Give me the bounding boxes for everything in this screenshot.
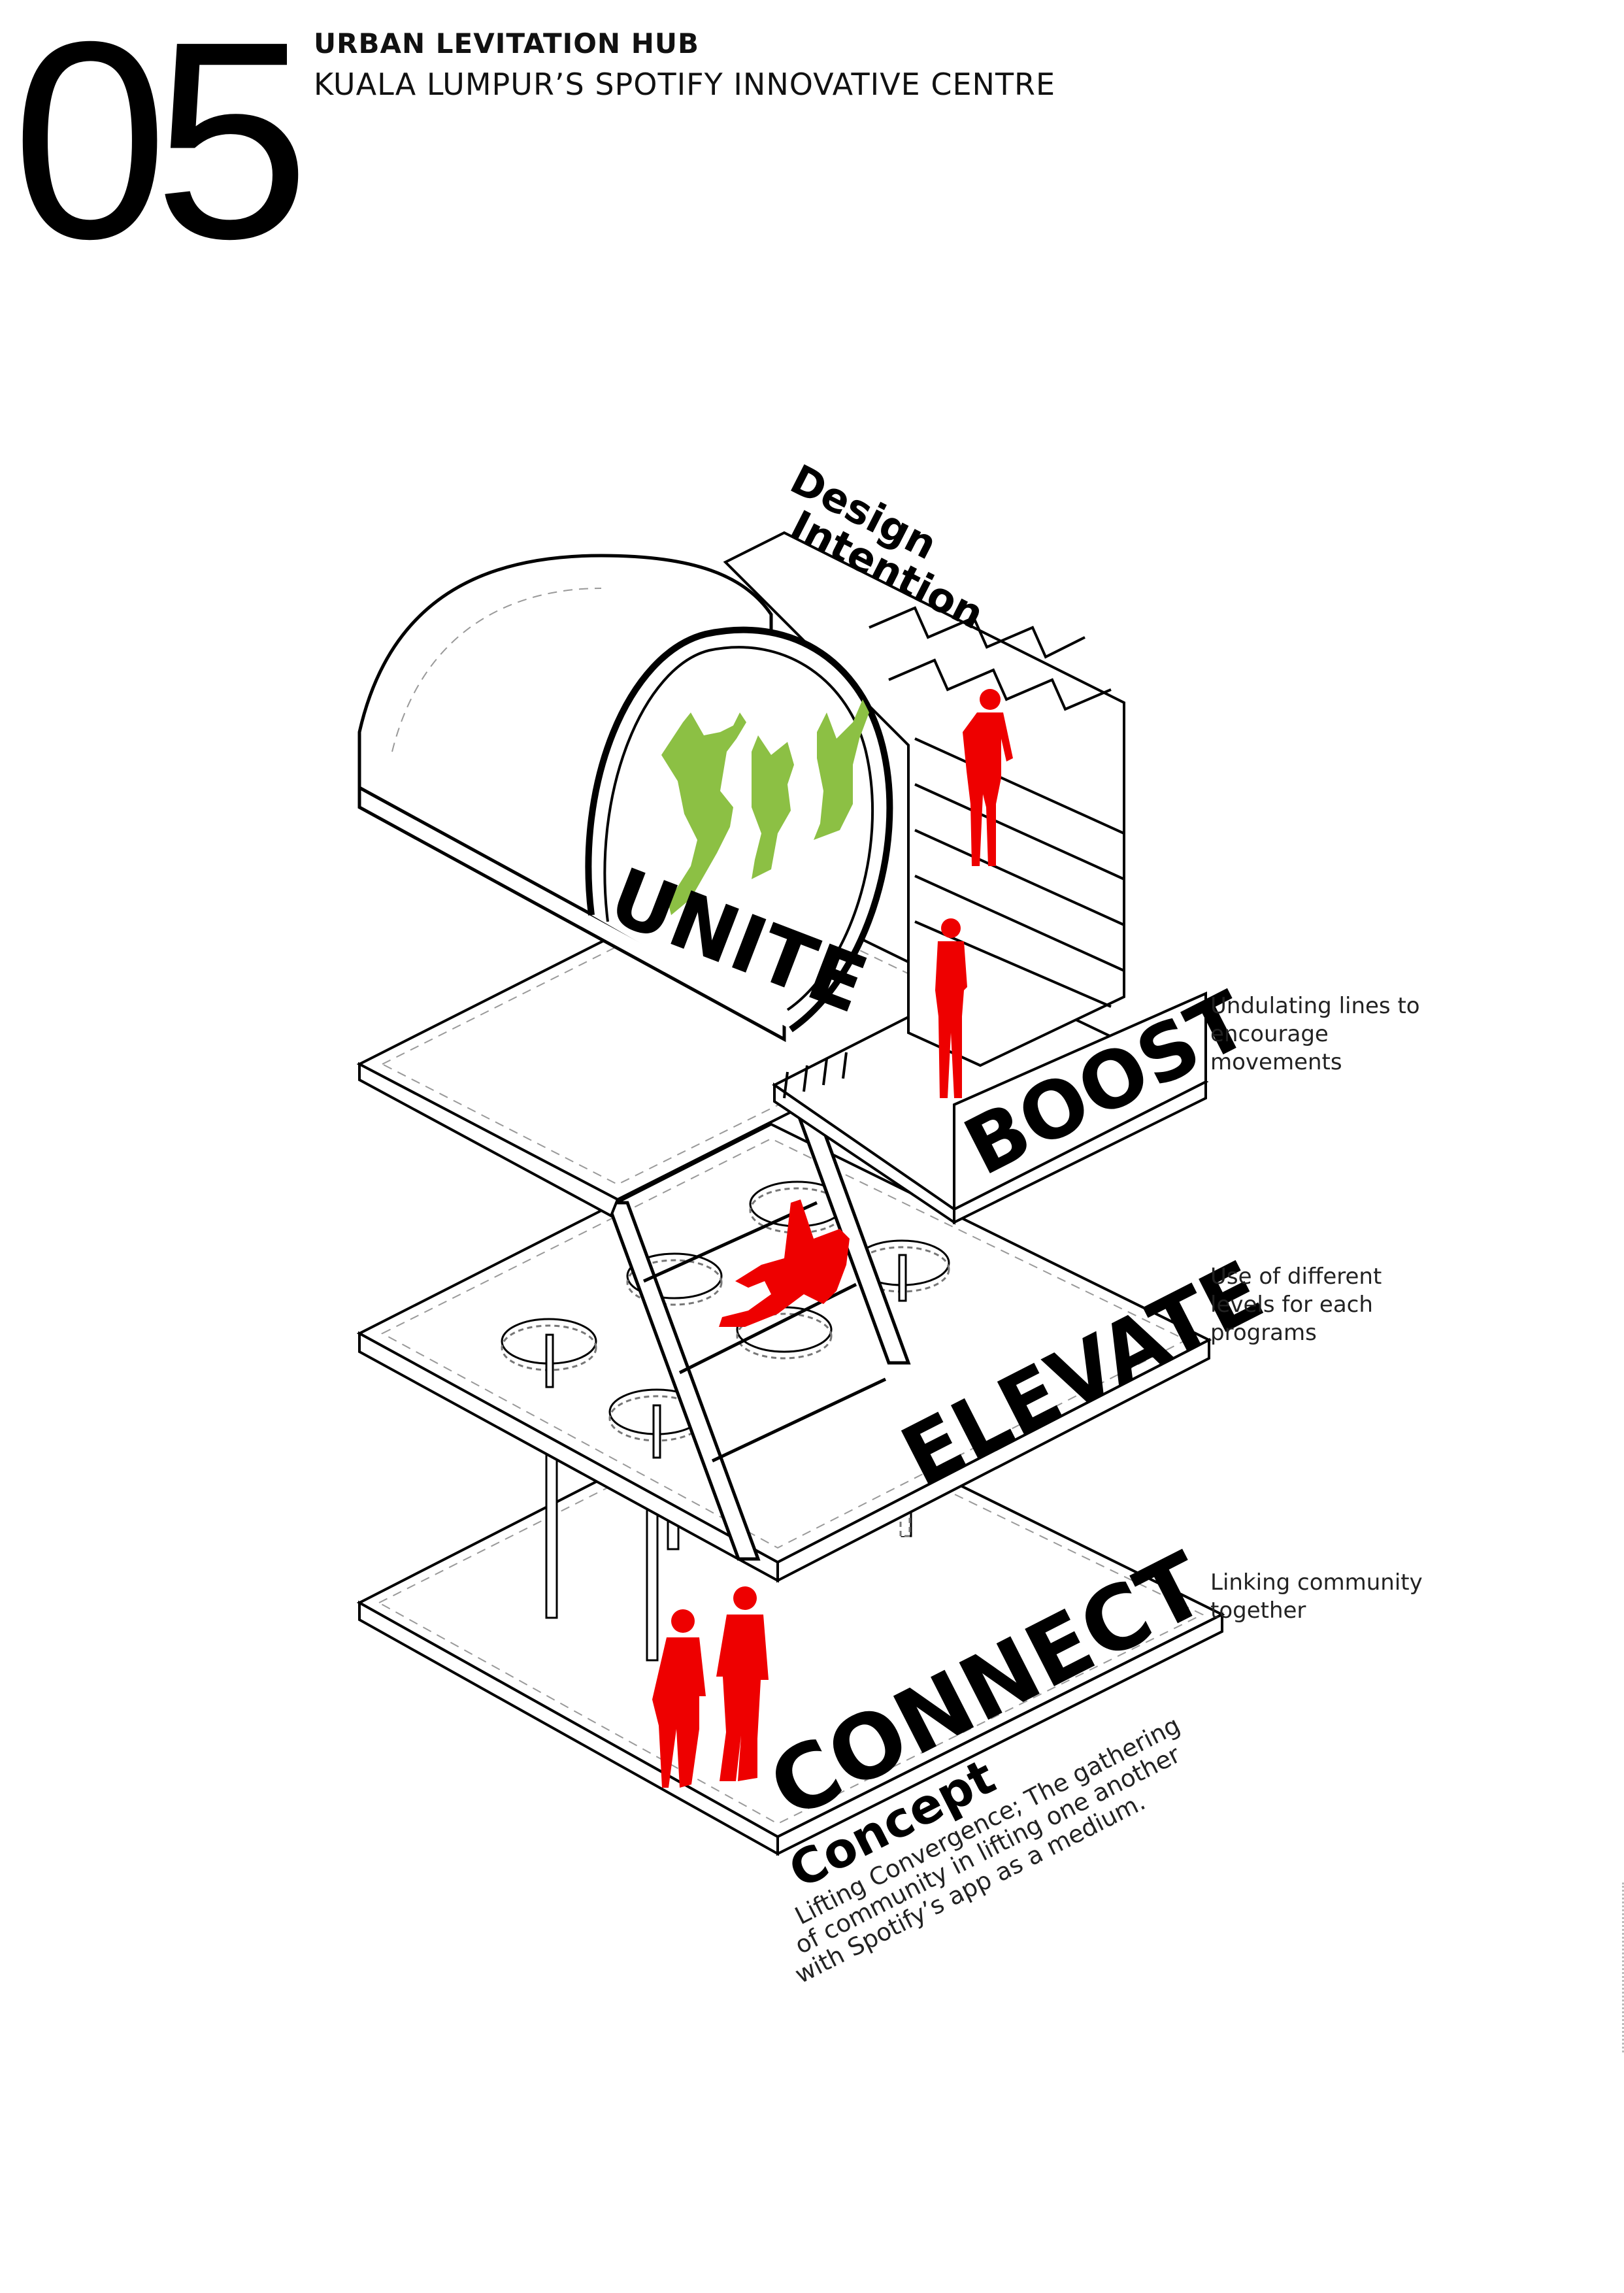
connect-note-line: Linking community (1210, 1569, 1423, 1596)
connect-note: Linking community together (1210, 1569, 1423, 1625)
page-title: URBAN LEVITATION HUB (314, 27, 699, 59)
red-figures (652, 689, 1013, 1788)
boost-block (772, 975, 1209, 1225)
elevate-note-line: levels for each (1210, 1292, 1373, 1318)
staircase (723, 531, 1125, 1067)
connect-plate (356, 1390, 1225, 1856)
elevate-plate (356, 1122, 1212, 1583)
page-subtitle: KUALA LUMPUR’S SPOTIFY INNOVATIVE CENTRE (314, 67, 1056, 102)
boost-note-line: encourage (1210, 1021, 1329, 1047)
boost-note-line: Undulating lines to (1210, 993, 1420, 1019)
boost-note: Undulating lines to encourage movements (1210, 992, 1420, 1077)
edge-marks (1619, 1883, 1624, 2052)
ladder (605, 1083, 911, 1561)
elevate-note-line: programs (1210, 1320, 1317, 1346)
page-number: 05 (12, 0, 310, 297)
boost-note-line: movements (1210, 1049, 1342, 1075)
green-jumping-figures (661, 699, 869, 915)
elevate-note: Use of different levels for each program… (1210, 1263, 1382, 1347)
connect-note-line: together (1210, 1598, 1306, 1624)
elevate-note-line: Use of different (1210, 1264, 1382, 1290)
unite-dome (357, 554, 893, 1043)
